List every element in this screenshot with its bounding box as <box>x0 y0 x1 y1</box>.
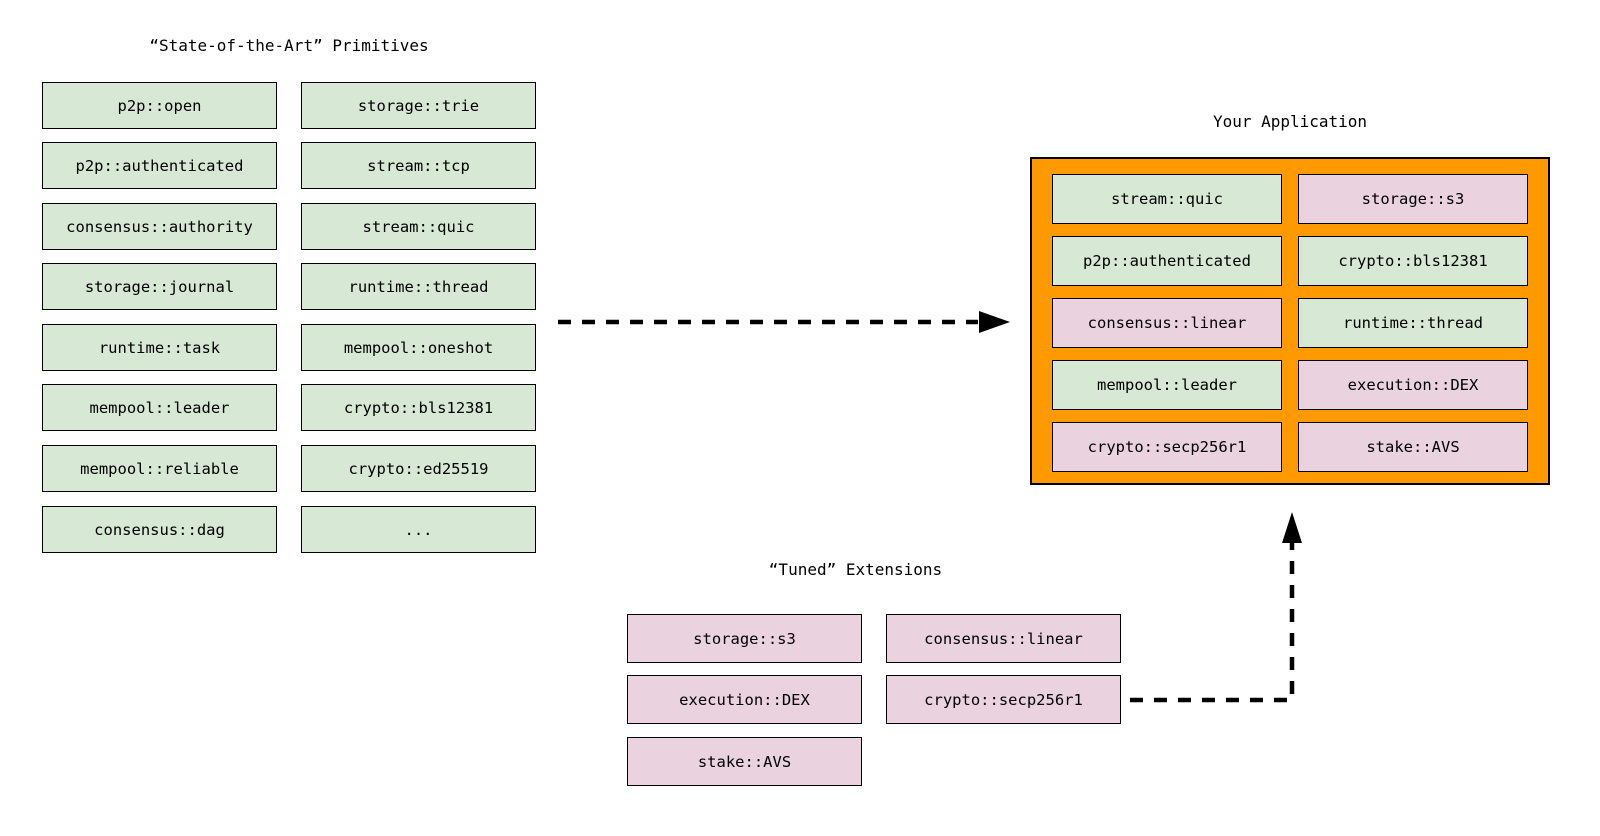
primitive-box-runtime-thread: runtime::thread <box>301 263 536 310</box>
primitive-box-mempool-reliable: mempool::reliable <box>42 445 277 492</box>
extensions-group-title: “Tuned” Extensions <box>768 560 943 579</box>
primitive-box-storage-journal: storage::journal <box>42 263 277 310</box>
primitive-box-crypto-ed25519: crypto::ed25519 <box>301 445 536 492</box>
app-box-runtime-thread: runtime::thread <box>1298 298 1528 348</box>
extension-box-stake-avs: stake::AVS <box>627 737 862 786</box>
extension-box-execution-dex: execution::DEX <box>627 675 862 724</box>
primitive-box-p2p-open: p2p::open <box>42 82 277 129</box>
primitive-box-mempool-oneshot: mempool::oneshot <box>301 324 536 371</box>
app-box-crypto-bls12381: crypto::bls12381 <box>1298 236 1528 286</box>
app-box-stake-avs: stake::AVS <box>1298 422 1528 472</box>
primitive-box-crypto-bls12381: crypto::bls12381 <box>301 384 536 431</box>
app-box-execution-dex: execution::DEX <box>1298 360 1528 410</box>
primitives-to-application-arrow <box>558 311 1010 333</box>
primitive-box-mempool-leader: mempool::leader <box>42 384 277 431</box>
extensions-to-application-arrow <box>1130 512 1302 703</box>
primitive-box-consensus-authority: consensus::authority <box>42 203 277 250</box>
app-box-p2p-authenticated: p2p::authenticated <box>1052 236 1282 286</box>
primitive-box-ellipsis: ... <box>301 506 536 553</box>
primitive-box-p2p-authenticated: p2p::authenticated <box>42 142 277 189</box>
primitives-group-title: “State-of-the-Art” Primitives <box>149 36 429 55</box>
application-container: stream::quic p2p::authenticated consensu… <box>1030 157 1550 485</box>
app-box-crypto-secp256r1: crypto::secp256r1 <box>1052 422 1282 472</box>
primitive-box-stream-tcp: stream::tcp <box>301 142 536 189</box>
primitive-box-storage-trie: storage::trie <box>301 82 536 129</box>
app-box-consensus-linear: consensus::linear <box>1052 298 1282 348</box>
primitive-box-stream-quic: stream::quic <box>301 203 536 250</box>
app-box-mempool-leader: mempool::leader <box>1052 360 1282 410</box>
primitive-box-consensus-dag: consensus::dag <box>42 506 277 553</box>
extension-box-storage-s3: storage::s3 <box>627 614 862 663</box>
primitive-box-runtime-task: runtime::task <box>42 324 277 371</box>
extension-box-crypto-secp256r1: crypto::secp256r1 <box>886 675 1121 724</box>
app-box-stream-quic: stream::quic <box>1052 174 1282 224</box>
app-box-storage-s3: storage::s3 <box>1298 174 1528 224</box>
extension-box-consensus-linear: consensus::linear <box>886 614 1121 663</box>
application-group-title: Your Application <box>1212 112 1368 131</box>
